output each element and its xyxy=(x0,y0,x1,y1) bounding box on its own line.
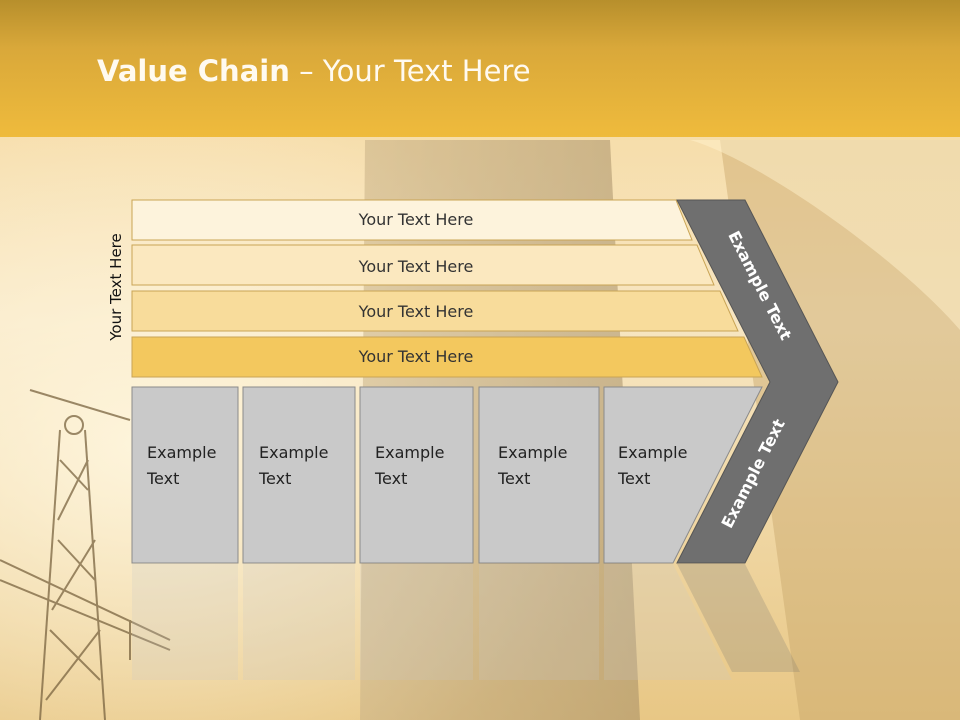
box-1-line1: Example xyxy=(147,443,216,462)
bar-2: Your Text Here xyxy=(131,244,715,286)
bar-3: Your Text Here xyxy=(131,290,739,332)
box-3: Example Text xyxy=(359,386,474,564)
bar-1-shape xyxy=(131,199,693,241)
box-1: Example Text xyxy=(131,386,239,564)
bar-1: Your Text Here xyxy=(131,199,693,241)
box-1-line2: Text xyxy=(146,469,179,488)
box-2-line2: Text xyxy=(258,469,291,488)
title-bold: Value Chain xyxy=(97,54,290,88)
title-rest: – Your Text Here xyxy=(289,54,531,88)
bar-2-shape xyxy=(131,244,715,286)
box-4-line2: Text xyxy=(497,469,530,488)
box-3-line2: Text xyxy=(374,469,407,488)
title-bar xyxy=(0,0,960,137)
bar-2-label: Your Text Here xyxy=(358,257,474,276)
box-5: Example Text xyxy=(603,386,763,564)
box-1-shape xyxy=(131,386,239,564)
box-4-line1: Example xyxy=(498,443,567,462)
bar-4-shape xyxy=(131,336,763,378)
page-title: Value Chain – Your Text Here xyxy=(97,54,531,88)
box-3-line1: Example xyxy=(375,443,444,462)
box-2-line1: Example xyxy=(259,443,328,462)
box-2: Example Text xyxy=(242,386,356,564)
box-2-shape xyxy=(242,386,356,564)
chevron-arrow xyxy=(676,199,839,564)
box-5-line1: Example xyxy=(618,443,687,462)
box-5-shape xyxy=(603,386,763,564)
bar-3-label: Your Text Here xyxy=(358,302,474,321)
box-4-shape xyxy=(478,386,600,564)
box-3-shape xyxy=(359,386,474,564)
bar-4: Your Text Here xyxy=(131,336,763,378)
box-5-line2: Text xyxy=(617,469,650,488)
reflection xyxy=(132,564,800,680)
bar-3-shape xyxy=(131,290,739,332)
bar-1-label: Your Text Here xyxy=(358,210,474,229)
bar-4-label: Your Text Here xyxy=(358,347,474,366)
box-4: Example Text xyxy=(478,386,600,564)
